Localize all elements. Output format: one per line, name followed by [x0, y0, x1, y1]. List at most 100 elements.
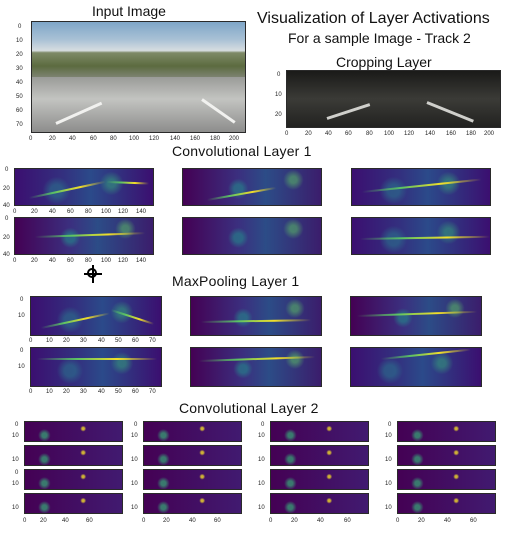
conv2-y-tick-0-c1-r3: 0	[15, 470, 19, 476]
conv2-x-tick-20-c1: 20	[40, 518, 47, 524]
conv2-fm-r3-c2	[143, 469, 242, 490]
input-y-tick-0: 0	[18, 24, 22, 30]
conv2-fm-r2-c1	[24, 445, 123, 466]
maxpool1-fm5-streak	[198, 355, 315, 362]
conv2-y-tick-10-c3-r3: 10	[258, 481, 265, 487]
conv1-x-tick-0: 0	[13, 209, 17, 215]
crop-x-tick-20: 20	[305, 131, 312, 137]
maxpool1-y-tick-0-bot: 0	[20, 348, 24, 354]
conv2-fm-r4-c1	[24, 493, 123, 514]
conv1-fm4-streak	[34, 232, 145, 238]
conv2-x-tick-60-c4: 60	[470, 518, 477, 524]
maxpool1-y-tick-0-top: 0	[20, 297, 24, 303]
conv1-y-tick-20-top: 20	[3, 186, 10, 192]
crop-x-tick-160: 160	[446, 131, 457, 137]
conv1-x-tick-40-r2: 40	[49, 258, 56, 264]
crop-x-tick-120: 120	[404, 131, 415, 137]
conv2-x-tick-60-c3: 60	[344, 518, 351, 524]
conv2-x-tick-0-c2: 0	[142, 518, 146, 524]
conv1-x-tick-100: 100	[101, 209, 112, 215]
conv2-x-tick-20-c2: 20	[163, 518, 170, 524]
conv2-fm-r4-c4	[397, 493, 496, 514]
input-x-tick-180: 180	[210, 136, 221, 142]
conv1-feature-map-5	[182, 217, 322, 255]
conv2-fm-r3-c4	[397, 469, 496, 490]
conv1-fm3-streak	[361, 178, 482, 193]
conv1-y-tick-0-top: 0	[5, 167, 9, 173]
conv1-feature-map-4	[14, 217, 154, 255]
conv2-x-tick-60-c2: 60	[214, 518, 221, 524]
maxpool1-feature-map-2	[190, 296, 322, 336]
input-x-tick-200: 200	[229, 136, 240, 142]
conv1-x-tick-80-r2: 80	[85, 258, 92, 264]
maxpool1-feature-map-3	[350, 296, 482, 336]
conv2-fm-r2-c3	[270, 445, 369, 466]
conv2-x-tick-40-c2: 40	[189, 518, 196, 524]
conv1-feature-map-1	[14, 168, 154, 206]
conv2-fm-r3-c1	[24, 469, 123, 490]
maxpool1-x-tick-30: 30	[80, 338, 87, 344]
conv2-x-tick-40-c3: 40	[317, 518, 324, 524]
conv2-y-tick-10-c3-r1: 10	[258, 433, 265, 439]
conv2-y-tick-10-c1-r1: 10	[12, 433, 19, 439]
conv2-fm-r1-c3	[270, 421, 369, 442]
conv2-y-tick-10-c4-r4: 10	[385, 505, 392, 511]
conv2-y-tick-10-c2-r2: 10	[131, 457, 138, 463]
maxpool1-x-tick-0-r2: 0	[29, 389, 33, 395]
crop-y-tick-20: 20	[275, 112, 282, 118]
input-x-tick-80: 80	[110, 136, 117, 142]
maxpool1-x-tick-60: 60	[132, 338, 139, 344]
input-x-tick-140: 140	[170, 136, 181, 142]
conv2-y-tick-10-c1-r3: 10	[12, 481, 19, 487]
input-y-tick-70: 70	[16, 122, 23, 128]
maxpool1-fm2-streak	[200, 319, 312, 323]
conv2-x-tick-20-c3: 20	[291, 518, 298, 524]
conv2-y-tick-10-c4-r3: 10	[385, 481, 392, 487]
crop-x-tick-180: 180	[466, 131, 477, 137]
conv2-y-tick-10-c2-r1: 10	[131, 433, 138, 439]
maxpool1-y-tick-10-bot: 10	[18, 364, 25, 370]
crop-lane-left	[326, 103, 371, 120]
input-y-tick-60: 60	[16, 108, 23, 114]
conv1-x-tick-60-r2: 60	[67, 258, 74, 264]
input-x-tick-20: 20	[49, 136, 56, 142]
conv2-y-tick-0-c2-r1: 0	[134, 422, 138, 428]
crop-x-tick-0: 0	[285, 131, 289, 137]
crop-x-tick-100: 100	[384, 131, 395, 137]
maxpool1-x-tick-20-r2: 20	[63, 389, 70, 395]
input-y-tick-10: 10	[16, 38, 23, 44]
maxpool1-feature-map-4	[30, 347, 162, 387]
conv2-x-tick-40-c4: 40	[444, 518, 451, 524]
conv2-fm-r4-c2	[143, 493, 242, 514]
cropping-layer-image	[286, 70, 501, 128]
maxpool1-fm3-streak	[356, 310, 477, 317]
conv1-y-tick-20-bot: 20	[3, 235, 10, 241]
conv2-x-tick-0-c1: 0	[23, 518, 27, 524]
conv1-feature-map-2	[182, 168, 322, 206]
maxpool1-x-tick-10-r2: 10	[46, 389, 53, 395]
maxpool1-fm6-streak	[380, 348, 471, 360]
conv2-x-tick-60-c1: 60	[86, 518, 93, 524]
maxpool1-x-tick-50: 50	[115, 338, 122, 344]
crop-lane-right	[426, 101, 474, 123]
conv1-x-tick-0-r2: 0	[13, 258, 17, 264]
conv1-x-tick-100-r2: 100	[101, 258, 112, 264]
conv1-fm6-streak	[359, 235, 490, 240]
conv2-y-tick-0-c3-r1: 0	[261, 422, 265, 428]
conv1-y-tick-0-bot: 0	[5, 216, 9, 222]
crosshair-cursor-icon	[84, 265, 102, 283]
conv1-x-tick-40: 40	[49, 209, 56, 215]
crop-y-tick-0: 0	[277, 72, 281, 78]
conv2-fm-r1-c1	[24, 421, 123, 442]
conv2-fm-r1-c4	[397, 421, 496, 442]
conv2-fm-r3-c3	[270, 469, 369, 490]
maxpool1-x-tick-10: 10	[46, 338, 53, 344]
conv2-x-tick-0-c4: 0	[396, 518, 400, 524]
conv1-y-tick-40-bot: 40	[3, 252, 10, 258]
maxpool1-fm4-streak	[37, 358, 157, 360]
input-y-tick-40: 40	[16, 80, 23, 86]
conv1-feature-map-3	[351, 168, 491, 206]
input-image-title: Input Image	[92, 3, 166, 19]
cropping-layer-title: Cropping Layer	[336, 54, 432, 70]
conv1-title: Convolutional Layer 1	[172, 143, 312, 159]
